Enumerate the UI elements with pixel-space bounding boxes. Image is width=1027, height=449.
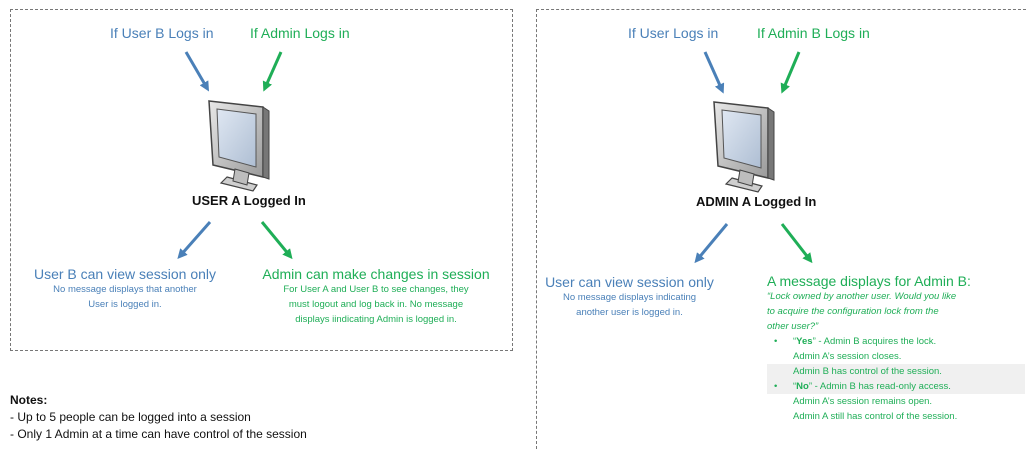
bullet-detail-line: Admin A’s session closes.: [793, 351, 902, 362]
right-top-blue-label: If User Logs in: [628, 25, 719, 41]
bullet-detail-line: Admin A still has control of the session…: [793, 411, 958, 422]
lock-message-line: other user?”: [767, 321, 819, 332]
bullet-rest: ” - Admin B has read-only access.: [808, 381, 951, 392]
notes-line: - Only 1 Admin at a time can have contro…: [10, 427, 307, 441]
bullet-dot: •: [774, 336, 778, 347]
bullet-detail-line: Admin B has control of the session.: [767, 364, 1025, 379]
left-top-blue-label: If User B Logs in: [110, 25, 214, 41]
left-bottom-green-block: Admin can make changes in session For Us…: [252, 266, 500, 327]
left-bottom-blue-title: User B can view session only: [33, 266, 217, 282]
notes-line: - Up to 5 people can be logged into a se…: [10, 410, 251, 424]
notes-title: Notes:: [10, 393, 48, 407]
bullet-keyword-no: No: [796, 381, 809, 392]
bullet-yes: • “Yes” - Admin B acquires the lock.: [767, 334, 1025, 349]
arrow-user-in: [703, 51, 725, 94]
admin-a-logged-in-label: ADMIN A Logged In: [696, 194, 817, 209]
arrow-user-b-out: [177, 221, 212, 259]
bullet-detail-line: Admin A’s session remains open.: [793, 396, 933, 407]
arrow-admin-b-out: [780, 223, 813, 264]
arrow-admin-out: [260, 221, 293, 260]
computer-monitor-icon: [713, 101, 775, 193]
left-bottom-blue-block: User B can view session only No message …: [20, 266, 230, 312]
right-bottom-blue-title: User can view session only: [545, 274, 714, 290]
right-bottom-green-title: A message displays for Admin B:: [767, 273, 971, 289]
user-a-scenario-panel: [10, 9, 513, 351]
arrow-user-out: [694, 223, 729, 264]
left-top-green-label: If Admin Logs in: [250, 25, 350, 41]
left-bottom-blue-line: No message displays that another: [53, 284, 197, 295]
bullet-rest: ” - Admin B acquires the lock.: [812, 336, 937, 347]
notes-section: Notes: - Up to 5 people can be logged in…: [10, 392, 307, 443]
right-bottom-blue-block: User can view session only No message di…: [537, 274, 722, 320]
user-a-logged-in-label: USER A Logged In: [192, 193, 306, 208]
right-bottom-blue-line: another user is logged in.: [576, 307, 683, 318]
right-bottom-blue-line: No message displays indicating: [562, 292, 697, 303]
bullet-quote-open: “: [793, 381, 797, 392]
arrow-admin-in: [262, 51, 283, 92]
right-top-green-label: If Admin B Logs in: [757, 25, 870, 41]
arrow-admin-b-in: [780, 51, 801, 94]
lock-message-line: “Lock owned by another user. Would you l…: [767, 291, 957, 302]
computer-monitor-icon: [208, 100, 270, 192]
right-bottom-green-block: A message displays for Admin B: “Lock ow…: [767, 273, 1025, 424]
left-bottom-green-line: displays iindicating Admin is logged in.: [295, 314, 457, 325]
bullet-quote-open: “: [793, 336, 797, 347]
left-bottom-green-title: Admin can make changes in session: [262, 266, 490, 282]
arrow-user-b-in: [184, 51, 210, 92]
bullet-keyword-yes: Yes: [796, 336, 813, 347]
left-bottom-green-line: For User A and User B to see changes, th…: [283, 284, 469, 295]
lock-message-line: to acquire the configuration lock from t…: [767, 306, 939, 317]
left-bottom-blue-line: User is logged in.: [88, 299, 162, 310]
bullet-dot: •: [774, 381, 778, 392]
admin-a-scenario-panel: [536, 9, 1026, 449]
bullet-no: • “No” - Admin B has read-only access.: [767, 379, 1025, 394]
left-bottom-green-line: must logout and log back in. No message: [288, 299, 464, 310]
